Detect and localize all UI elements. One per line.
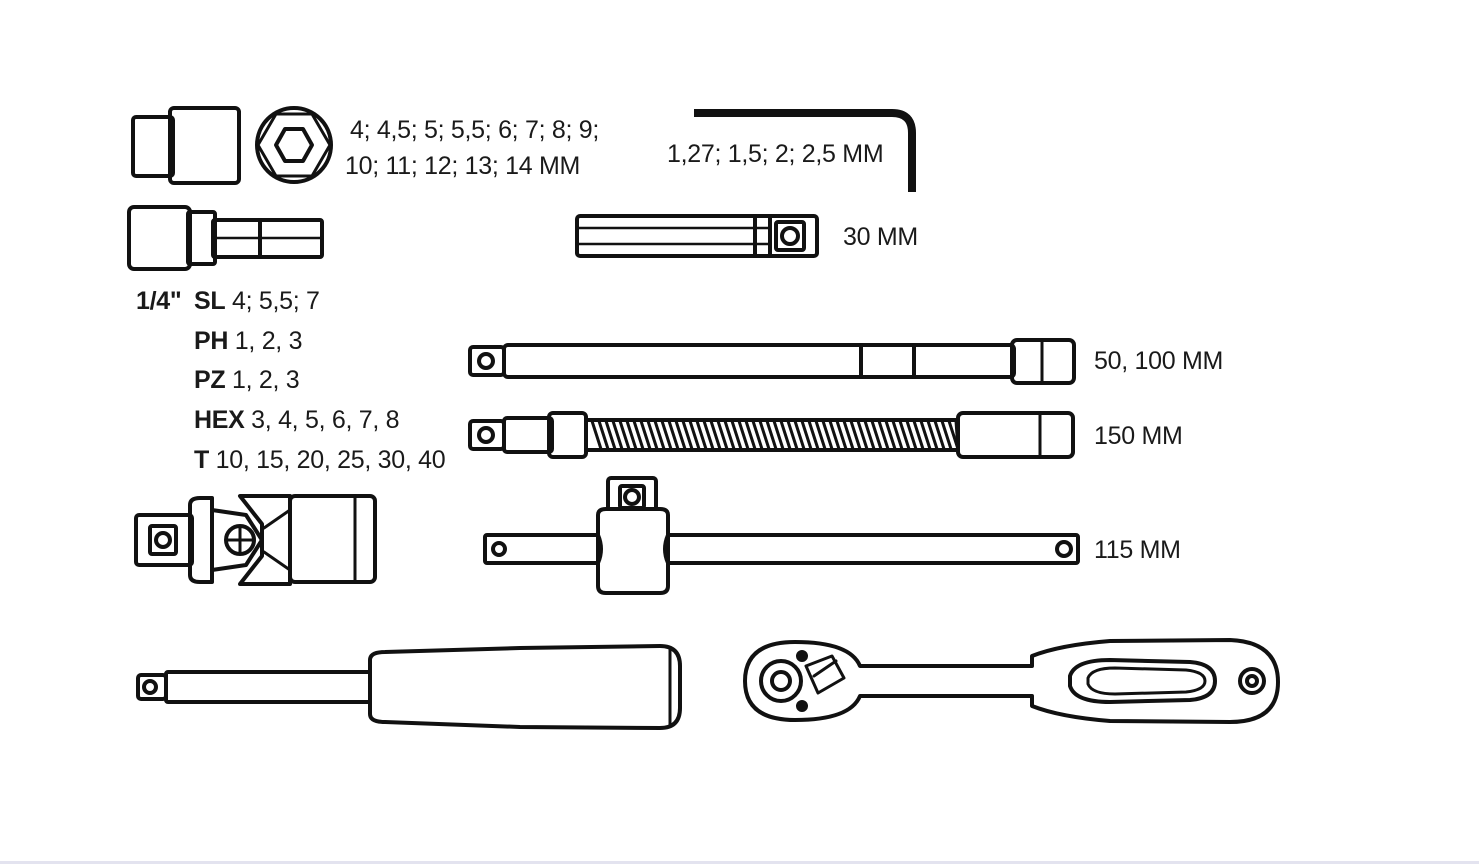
bit-holder-illustration	[127, 205, 324, 271]
spiral-coil	[611, 419, 624, 451]
spiral-coil	[709, 419, 722, 451]
spiral-coil	[737, 419, 750, 451]
flex-extension-length: 150 MM	[1094, 422, 1183, 450]
page-bottom-border	[0, 861, 1479, 864]
spiral-coil	[891, 419, 904, 451]
spiral-coil	[800, 419, 813, 451]
spiral-coil	[646, 419, 659, 451]
bit-type: PH	[194, 327, 229, 355]
spiral-coil	[639, 419, 652, 451]
spiral-coil	[695, 419, 708, 451]
spiral-coil	[898, 419, 911, 451]
extension-bar-illustration	[468, 338, 1076, 385]
spiral-coil	[905, 419, 918, 451]
spiral-coil	[842, 419, 855, 451]
spiral-coil	[758, 419, 771, 451]
ratchet-illustration	[743, 638, 1280, 724]
bit-row-ph: PH 1, 2, 3	[194, 326, 303, 356]
spiral-coil	[779, 419, 792, 451]
flex-extension-illustration	[468, 411, 1075, 459]
spiral-coil	[877, 419, 890, 451]
spiral-coil	[653, 419, 666, 451]
bit-drive-size: 1/4"	[136, 287, 182, 315]
bit-row-hex: HEX 3, 4, 5, 6, 7, 8	[194, 405, 400, 435]
bit-row-sl: SL 4; 5,5; 7	[194, 286, 320, 316]
bit-sizes: 3, 4, 5, 6, 7, 8	[251, 406, 400, 434]
socket-sizes-line-1: 4; 4,5; 5; 5,5; 6; 7; 8; 9;	[350, 116, 600, 144]
spiral-coil	[814, 419, 827, 451]
spiral-coil	[772, 419, 785, 451]
bit-sizes: 1, 2, 3	[234, 327, 303, 355]
spiral-coil	[674, 419, 687, 451]
screwdriver-handle-illustration	[136, 644, 682, 730]
spiral-coil	[821, 419, 834, 451]
spiral-coil	[807, 419, 820, 451]
t-bar-length: 115 MM	[1094, 536, 1181, 564]
spiral-coil	[884, 419, 897, 451]
spiral-coil	[632, 419, 645, 451]
spiral-coil	[667, 419, 680, 451]
bit-sizes: 4; 5,5; 7	[232, 287, 320, 315]
adapter-length: 30 MM	[843, 223, 918, 251]
spiral-coil	[940, 419, 953, 451]
hex-key-sizes: 1,27; 1,5; 2; 2,5 MM	[667, 140, 884, 168]
bit-sizes: 1, 2, 3	[232, 366, 300, 394]
extension-lengths: 50, 100 MM	[1094, 347, 1224, 375]
spiral-coil	[793, 419, 806, 451]
spiral-coil	[744, 419, 757, 451]
bit-type: SL	[194, 287, 226, 315]
spiral-coil	[912, 419, 925, 451]
spiral-coil	[828, 419, 841, 451]
spiral-coil	[702, 419, 715, 451]
spiral-coil	[604, 419, 617, 451]
bit-type: PZ	[194, 366, 226, 394]
t-bar-illustration	[483, 476, 1080, 595]
spiral-coil	[919, 419, 932, 451]
spiral-coil	[863, 419, 876, 451]
spiral-coil	[751, 419, 764, 451]
spiral-coil	[786, 419, 799, 451]
spiral-coil	[590, 419, 603, 451]
spiral-coil	[933, 419, 946, 451]
spiral-coil	[765, 419, 778, 451]
socket-side-illustration	[131, 106, 241, 185]
spiral-coil	[849, 419, 862, 451]
bit-type: T	[194, 446, 209, 474]
spiral-coil	[926, 419, 939, 451]
hex-key-illustration	[694, 109, 916, 192]
spiral-coil	[625, 419, 638, 451]
spiral-coil	[730, 419, 743, 451]
spiral-coil	[688, 419, 701, 451]
adapter-illustration	[575, 214, 819, 258]
spiral-coil	[597, 419, 610, 451]
socket-sizes-line-2: 10; 11; 12; 13; 14 MM	[345, 152, 581, 180]
spiral-coil	[870, 419, 883, 451]
spiral-coil	[835, 419, 848, 451]
bit-row-pz: PZ 1, 2, 3	[194, 365, 300, 395]
bit-sizes: 10, 15, 20, 25, 30, 40	[215, 446, 446, 474]
socket-end-illustration	[255, 106, 333, 184]
bit-type: HEX	[194, 406, 245, 434]
spiral-coil	[660, 419, 673, 451]
spiral-coil	[618, 419, 631, 451]
spiral-coil	[856, 419, 869, 451]
spiral-coil	[681, 419, 694, 451]
universal-joint-illustration	[134, 494, 377, 586]
bit-row-t: T 10, 15, 20, 25, 30, 40	[194, 445, 446, 475]
spiral-coil	[716, 419, 729, 451]
spiral-coil	[723, 419, 736, 451]
